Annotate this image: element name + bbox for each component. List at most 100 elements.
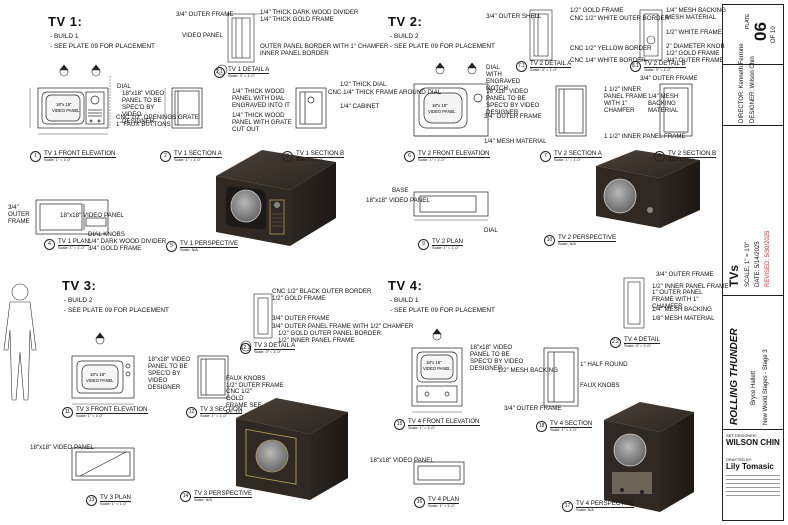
callout: 18"x18" VIDEO PANEL TO BE SPEC'D BY VIDE… (486, 88, 540, 116)
tv4-detail (623, 277, 645, 329)
plate-number: 06 (751, 22, 770, 41)
tv3-perspective (236, 398, 348, 500)
view-number-bubble: 12.1 (240, 342, 251, 354)
tv1-title: TV 1: (48, 14, 83, 29)
view-label: TV 1 SECTION B (296, 150, 345, 158)
view-number-bubble: 9 (418, 238, 429, 250)
callout: CNC 1/2" BLACK OUTER BORDER (272, 288, 372, 295)
tv2-detail-a (529, 9, 553, 61)
view-number-bubble: 12 (186, 406, 197, 418)
tv4-screen-label-a: 18"x 18" (426, 360, 442, 365)
view-scale: Scale: 1" = 1'-0" (428, 504, 455, 508)
title-block: PLATE 06 OF 10 DIRECTOR: Kenneth Ferrone… (722, 4, 784, 521)
tv4-build: - BUILD 1 (390, 297, 419, 304)
view-scale: Scale: 1" = 1'-0" (408, 426, 435, 430)
tv1-screen-label-a: 18"x 18" (56, 102, 72, 107)
view-label: TV 4 PLAN (428, 496, 459, 504)
callout: 1/4" MESH BACKING (652, 306, 712, 313)
callout: 1/4" DARK WOOD DIVIDER (88, 238, 167, 245)
view-number-bubble: 4 (44, 238, 55, 250)
callout: 1/2" WHITE FRAME (666, 29, 722, 36)
callout: 3/4" OUTER FRAME (504, 405, 562, 412)
fine-print (726, 475, 780, 515)
callout: 3/4" GOLD FRAME (88, 245, 142, 252)
callout: 3/4" OUTER FRAME (666, 57, 724, 64)
tv1-perspective (216, 150, 336, 246)
view-number-bubble: 6 (404, 150, 415, 162)
tv1-front-elevation (29, 76, 111, 135)
callout: 1 1/2" INNER PANEL FRAME WITH 1" CHAMFER (604, 86, 647, 114)
tv2-detail-b (639, 9, 663, 61)
callout: 1/2" GOLD FRAME (570, 7, 624, 14)
view-scale: Scale: 1" = 1'-0" (76, 414, 103, 418)
tv3-detail-a (253, 293, 273, 339)
callout: DIAL (484, 227, 498, 234)
tv4-section-markers (432, 328, 442, 341)
callout: 3/4" OUTER SHELL (486, 13, 542, 20)
view-label: TV 3 PLAN (100, 494, 131, 502)
view-number-bubble: 11 (62, 406, 73, 418)
callout: 1" OUTER PANEL FRAME WITH 1" CHAMFER (652, 289, 703, 310)
callout: 18"x18" VIDEO PANEL TO BE SPEC'D BY VIDE… (122, 90, 165, 125)
callout: 1/4" MESH MATERIAL (484, 138, 547, 145)
view-label: TV 2 FRONT ELEVATION (418, 150, 490, 158)
view-scale: Scale: 1" = 1'-0" (554, 158, 581, 162)
view-scale: Scale: N/A (558, 242, 576, 246)
tv2-build: - BUILD 2 (390, 33, 419, 40)
designer: DESIGNER: Wilson Chin (750, 56, 756, 123)
view-label: TV 1 FRONT ELEVATION (44, 150, 116, 158)
callout: CNC 1/2" WHITE OUTER BORDER (570, 15, 670, 22)
view-scale: Scale: 1" = 1'-0" (44, 158, 71, 162)
plate-of: OF 10 (771, 26, 777, 43)
tv2-section-markers (435, 62, 477, 75)
view-number-bubble: 15 (394, 418, 405, 430)
divider (723, 429, 783, 430)
tv3-section-markers (95, 332, 105, 345)
view-number-bubble: 7 (540, 150, 551, 162)
tv1-build: - BUILD 1 (50, 33, 79, 40)
view-scale: Scale: 3" = 1'-0" (228, 74, 255, 78)
tv2-screen-label-a: 18"x 18" (432, 103, 448, 108)
view-scale: Scale: N/A (194, 498, 212, 502)
callout: 3/4" OUTER FRAME (484, 113, 542, 120)
view-scale: Scale: 1" = 1'-0" (432, 246, 459, 250)
callout: FAUX KNOBS (580, 382, 620, 389)
tv2-plan (413, 191, 489, 221)
callout: CNC 1/2" OPENINGS GRATE (116, 114, 199, 121)
view-number-bubble: 8.1 (630, 60, 641, 72)
callout: CNC 1/4" THICK FRAME AROUND DIAL (328, 89, 442, 96)
callout: 1/4" THICK GOLD FRAME (260, 16, 334, 23)
tv4-perspective (604, 402, 694, 512)
callout: 1/2" INNER PANEL FRAME (278, 337, 355, 344)
view-scale: Scale: 1" = 1'-0" (418, 158, 445, 162)
callout: 3/4" OUTER FRAME (656, 271, 714, 278)
callout: 1/2" GOLD FRAME (666, 50, 720, 57)
tv4-section (543, 347, 579, 407)
view-label: TV 1 PLAN (58, 238, 89, 246)
callout: 18"x18" VIDEO PANEL TO BE SPEC'D BY VIDE… (470, 344, 524, 372)
plate-box: PLATE 06 OF 10 (723, 5, 783, 65)
tv3-placement: - SEE PLATE 09 FOR PLACEMENT (64, 307, 169, 314)
